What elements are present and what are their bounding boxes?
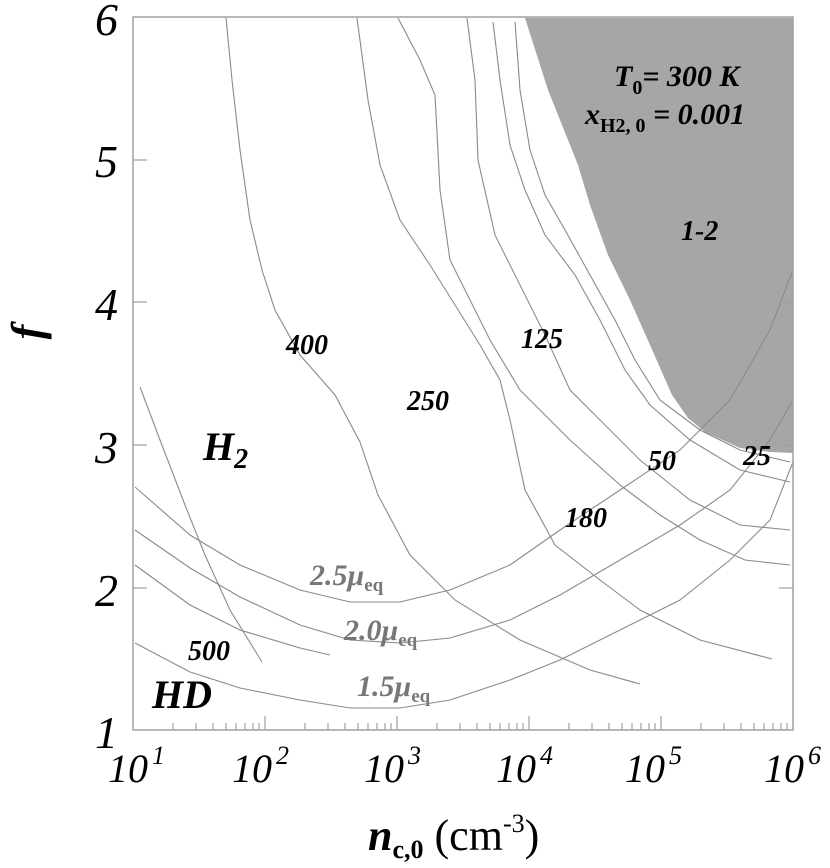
contour-500 — [139, 386, 263, 663]
annotation-h2-fraction: xH2, 0 = 0.001 — [584, 98, 745, 137]
contour-label-500: 500 — [188, 636, 230, 667]
contour-250 — [356, 17, 773, 660]
y-tick-4: 4 — [95, 279, 118, 330]
region-label-hd: HD — [151, 672, 212, 717]
y-tick-1: 1 — [95, 707, 118, 758]
y-tick-2: 2 — [95, 565, 118, 616]
contour-label-50: 50 — [648, 446, 676, 477]
mu-extra-curve — [134, 564, 331, 656]
y-tick-5: 5 — [95, 136, 118, 187]
contour-180 — [397, 17, 791, 566]
contour-50 — [492, 21, 791, 483]
shaded-region-1-2 — [525, 18, 793, 453]
y-tick-labels: 6 5 4 3 2 1 — [94, 0, 118, 758]
y-ticks — [133, 159, 793, 589]
contour-25 — [514, 21, 791, 463]
mu-label-2.5: 2.5μeq — [309, 559, 384, 596]
contour-lines — [139, 17, 791, 685]
region-label-h2: H2 — [202, 424, 248, 475]
mu-eq-lines — [134, 269, 794, 709]
mu-label-1.5: 1.5μeq — [357, 670, 431, 707]
mu-label-2.0: 2.0μeq — [343, 614, 418, 651]
y-axis-title: f — [3, 320, 52, 339]
y-tick-6: 6 — [95, 0, 118, 45]
mu-1.5-curve — [134, 461, 794, 709]
y-tick-3: 3 — [94, 422, 118, 473]
region-label-1-2: 1-2 — [681, 216, 718, 247]
contour-label-250: 250 — [406, 386, 449, 417]
plot-frame — [132, 16, 794, 731]
contour-400 — [225, 17, 641, 685]
mu-2.0-curve — [134, 399, 794, 644]
x-ticks — [172, 716, 788, 730]
contour-label-400: 400 — [285, 330, 328, 361]
contour-label-125: 125 — [521, 324, 563, 355]
x-axis-title: nc,0 (cm-3) — [368, 809, 539, 864]
mu-2.5-curve — [134, 269, 794, 603]
contour-label-180: 180 — [565, 503, 607, 534]
annotation-temperature: T0= 300 K — [614, 60, 741, 99]
contour-label-25: 25 — [742, 441, 771, 472]
contour-125 — [466, 17, 791, 531]
